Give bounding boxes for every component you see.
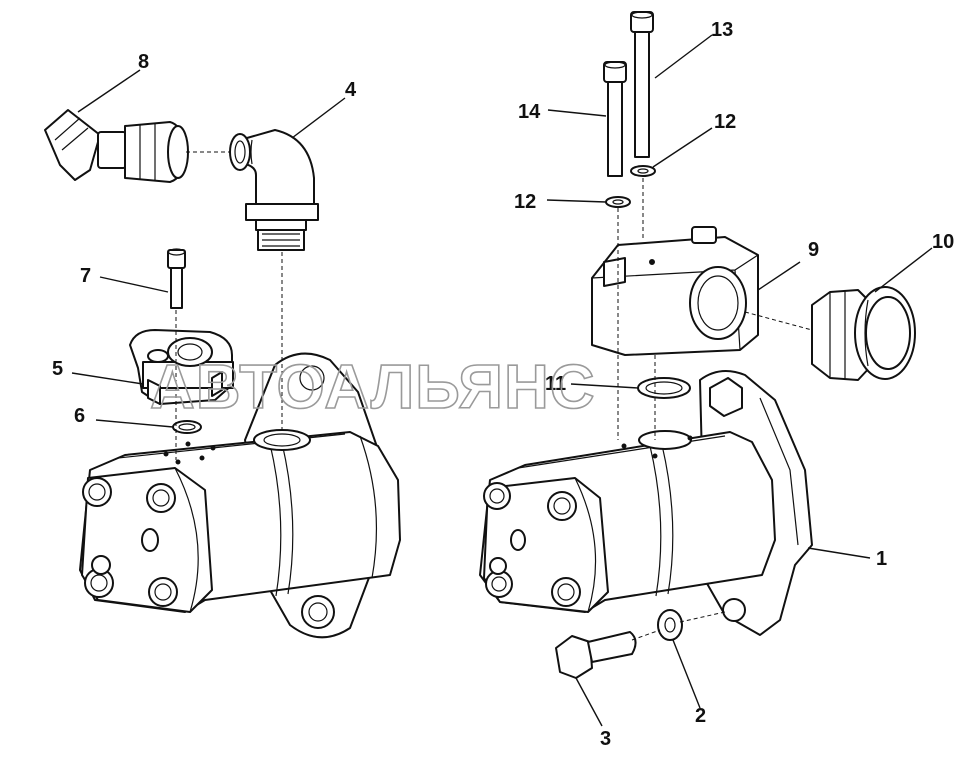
- part-14-bolt: [603, 61, 627, 177]
- part-7-bolt: [167, 248, 186, 309]
- part-13-long-bolt: [630, 11, 654, 158]
- callout-10: 10: [932, 231, 954, 253]
- callout-7: 7: [80, 265, 91, 287]
- part-2-washer: [657, 609, 683, 641]
- part-8-hose-fitting: [44, 109, 189, 183]
- part-5-flange-adapter: [129, 329, 234, 405]
- left-body-top-port: [253, 429, 311, 451]
- callout-14: 14: [518, 101, 541, 123]
- left-body-seam-3: [359, 435, 378, 579]
- right-body-top-holes: [621, 435, 693, 459]
- callout-11: 11: [545, 373, 566, 395]
- left-flange-upper-hole: [299, 365, 325, 391]
- callout-5: 5: [52, 358, 63, 380]
- left-cover-bolts: [82, 477, 178, 607]
- left-body-top-port-inner: [263, 433, 301, 447]
- bracket-lower-hole: [722, 598, 746, 622]
- right-body-top-port: [638, 430, 692, 450]
- left-body-seam-1: [269, 443, 282, 597]
- left-body-seam-2: [281, 442, 294, 595]
- callout-3: 3: [600, 728, 611, 750]
- callout-1: 1: [876, 548, 887, 570]
- callout-12-lower: 12: [514, 191, 536, 213]
- callout-labels: 8 4 7 5 6 13 14 12 12 9 10 11 1 2 3: [52, 19, 954, 750]
- part-6-o-ring: [172, 420, 202, 434]
- left-cover-rim: [174, 467, 199, 613]
- part-9-block-adapter: [591, 226, 759, 356]
- right-cover-bolts: [483, 482, 581, 607]
- part-12-washer-lower: [605, 196, 631, 208]
- leader-lines: [71, 34, 933, 727]
- callout-2: 2: [695, 705, 706, 727]
- callout-12-upper: 12: [714, 111, 736, 133]
- callout-6: 6: [74, 405, 85, 427]
- part-12-washer-upper: [630, 165, 656, 177]
- right-cover-shaft-hole: [510, 529, 526, 551]
- callout-9: 9: [808, 239, 819, 261]
- left-flange-bolt: [301, 595, 335, 629]
- callout-4: 4: [345, 79, 357, 101]
- left-pump-assembly: [44, 109, 401, 639]
- watermark-text: АВТОАЛЬЯНС: [150, 353, 596, 422]
- right-pump-assembly: [479, 11, 916, 679]
- part-4-elbow-fitting: [229, 129, 319, 251]
- callout-13: 13: [711, 19, 733, 41]
- part-3-bolt: [555, 631, 637, 679]
- callout-8: 8: [138, 51, 149, 73]
- left-cover-shaft-hole: [141, 528, 159, 552]
- left-body-top-holes: [163, 441, 216, 465]
- part-10-plug: [811, 286, 916, 381]
- bracket-upper-bolt: [709, 377, 743, 417]
